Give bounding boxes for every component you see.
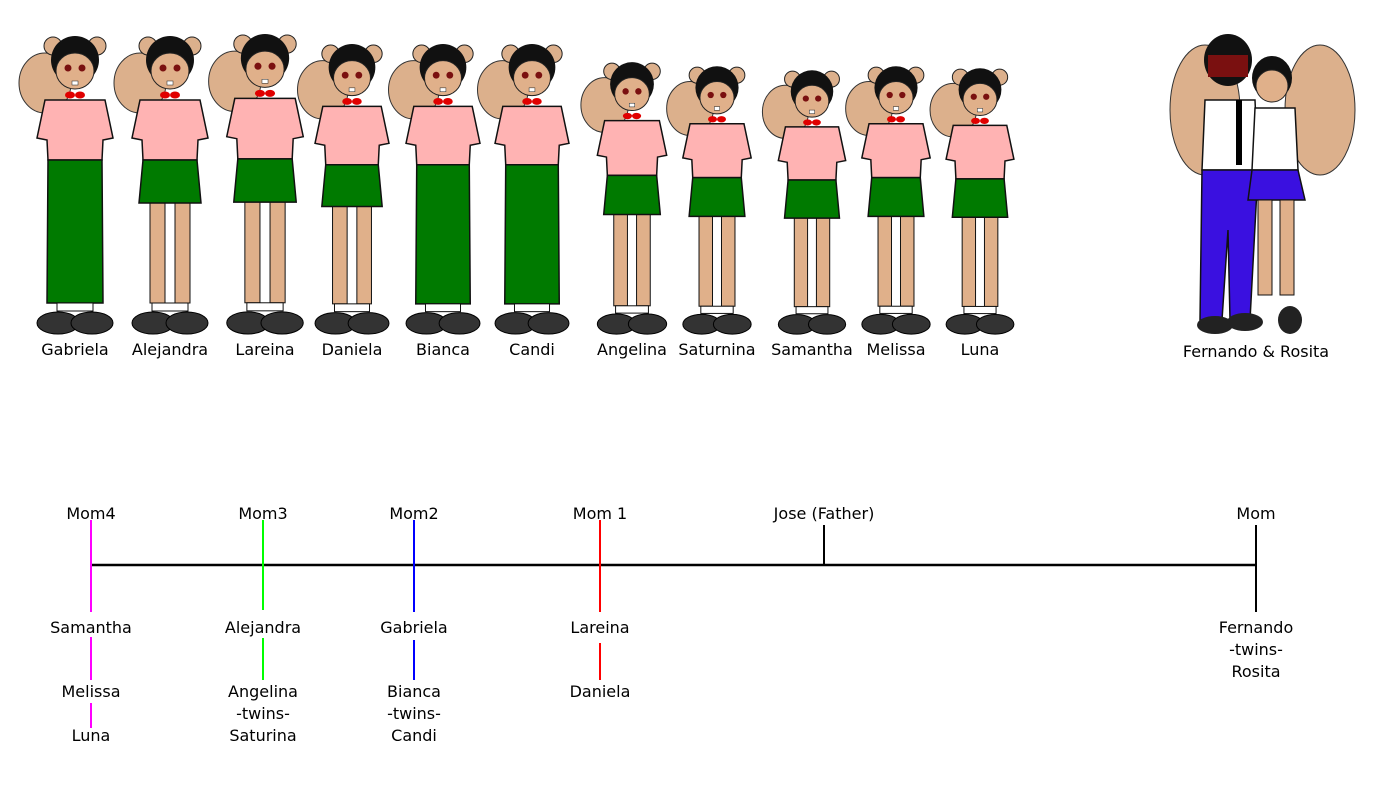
parent-label: Mom 1 bbox=[572, 504, 628, 523]
character-name-label: Bianca bbox=[416, 340, 470, 359]
child-label: Melissa bbox=[61, 682, 121, 701]
character-name-label: Samantha bbox=[771, 340, 853, 359]
child-label: Luna bbox=[71, 726, 111, 745]
character-name-label: Angelina bbox=[597, 340, 667, 359]
character-luna bbox=[929, 68, 1015, 335]
character-alejandra bbox=[113, 36, 209, 335]
parent-label: Mom3 bbox=[238, 504, 288, 523]
child-label: Saturina bbox=[229, 726, 297, 745]
character-gabriela bbox=[18, 36, 114, 335]
child-label: Bianca bbox=[387, 682, 441, 701]
character-name-label: Daniela bbox=[321, 340, 383, 359]
character-name-label: Candi bbox=[509, 340, 555, 359]
twins-marker: -twins- bbox=[1229, 640, 1283, 659]
character-candi bbox=[477, 44, 570, 335]
character-bianca bbox=[388, 44, 481, 335]
character-lareina bbox=[208, 33, 305, 335]
child-label: Samantha bbox=[50, 618, 132, 637]
twins-marker: -twins- bbox=[387, 704, 441, 723]
character-name-label: Lareina bbox=[235, 340, 295, 359]
fernando-rosita-figure bbox=[1169, 34, 1356, 334]
child-label: Alejandra bbox=[224, 618, 302, 637]
character-name-label: Saturnina bbox=[678, 340, 756, 359]
character-name-label: Gabriela bbox=[41, 340, 109, 359]
child-label: Angelina bbox=[228, 682, 298, 701]
character-melissa bbox=[845, 66, 932, 335]
character-angelina bbox=[580, 62, 668, 335]
child-label: Gabriela bbox=[380, 618, 448, 637]
character-name-label: Melissa bbox=[866, 340, 926, 359]
child-label: Lareina bbox=[570, 618, 630, 637]
child-label: Daniela bbox=[569, 682, 631, 701]
parent-label: Mom4 bbox=[66, 504, 116, 523]
character-daniela bbox=[297, 44, 390, 335]
parent-label: Mom2 bbox=[389, 504, 439, 523]
child-label: Candi bbox=[391, 726, 437, 745]
parent-label: Jose (Father) bbox=[773, 504, 875, 523]
child-label: Fernando bbox=[1218, 618, 1294, 637]
character-name-label: Alejandra bbox=[131, 340, 209, 359]
character-saturnina bbox=[666, 66, 753, 335]
parent-label: Mom bbox=[1236, 504, 1276, 523]
twins-marker: -twins- bbox=[236, 704, 290, 723]
couple-name-label: Fernando & Rosita bbox=[1182, 342, 1330, 361]
child-label: Rosita bbox=[1231, 662, 1281, 681]
character-name-label: Luna bbox=[960, 340, 1000, 359]
character-samantha bbox=[761, 70, 847, 335]
